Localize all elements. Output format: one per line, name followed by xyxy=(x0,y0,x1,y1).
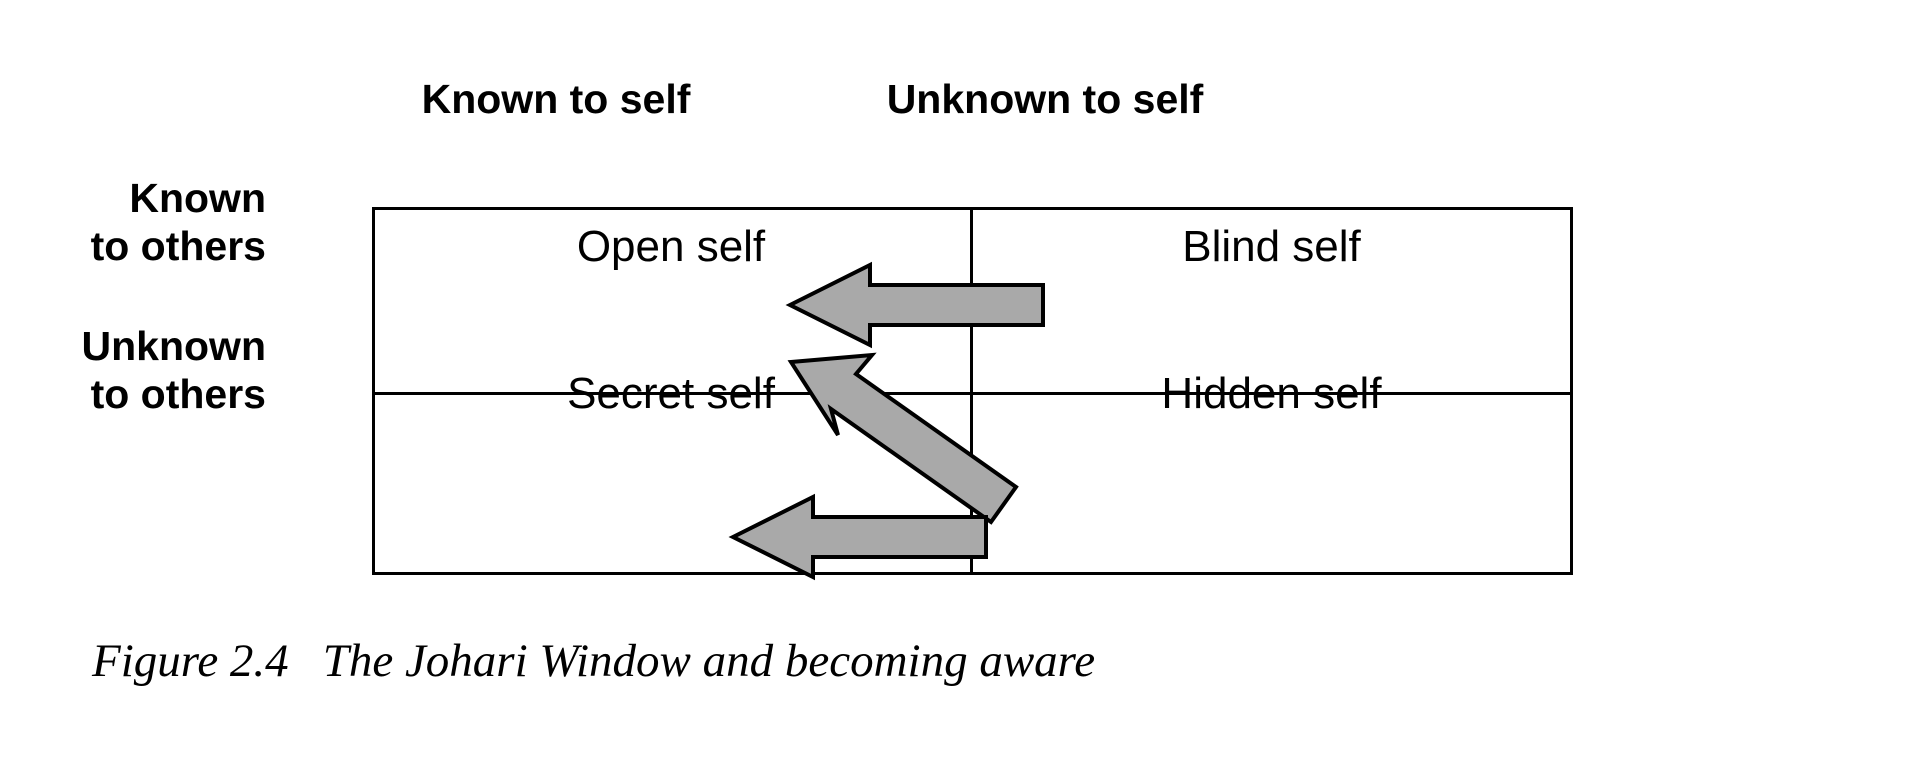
figure-caption-text: The Johari Window and becoming aware xyxy=(322,635,1096,687)
row-label-known-to-others: Known to others xyxy=(90,175,266,269)
column-header-known-to-self: Known to self xyxy=(421,76,691,122)
row-label-unknown-to-others: Unknown to others xyxy=(81,323,266,417)
figure-caption: Figure 2.4 The Johari Window and becoming… xyxy=(92,635,1096,688)
quadrant-label-secret-self: Secret self xyxy=(567,369,775,418)
quadrant-label-hidden-self: Hidden self xyxy=(1161,369,1382,418)
figure-caption-number: Figure 2.4 xyxy=(92,635,289,687)
quadrant-label-open-self: Open self xyxy=(576,222,766,271)
column-header-unknown-to-self: Unknown to self xyxy=(886,76,1204,122)
quadrant-label-blind-self: Blind self xyxy=(1182,222,1361,271)
